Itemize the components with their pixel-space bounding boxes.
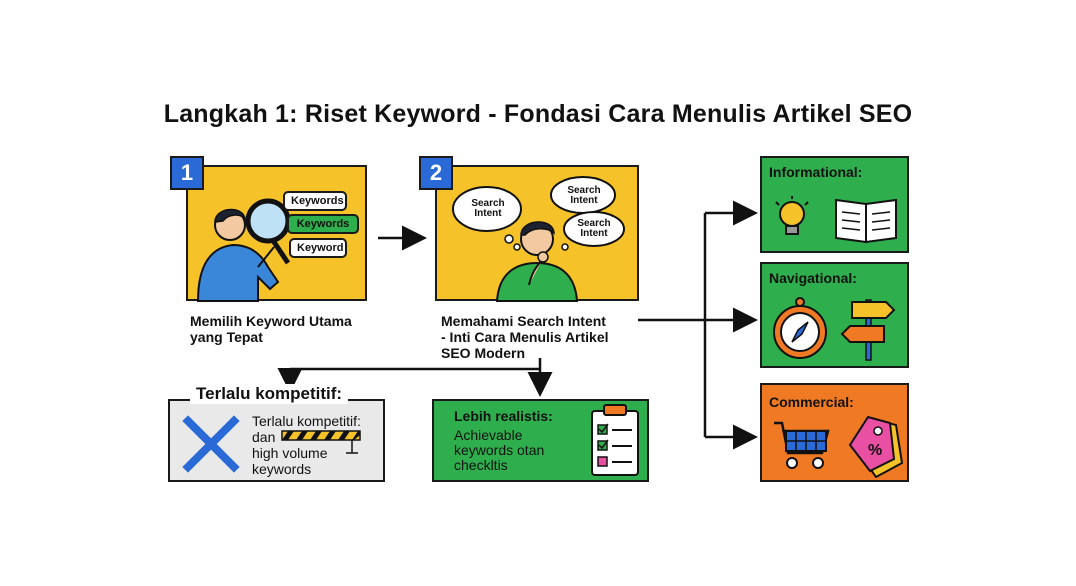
step1-panel: Keywords Keywords Keyword	[186, 165, 367, 302]
too-competitive-heading: Terlalu kompetitif:	[190, 384, 349, 404]
clipboard-checklist-icon	[591, 404, 639, 476]
step1-caption-line: Memilih Keyword Utama	[190, 313, 352, 329]
step2-caption-line: Memahami Search Intent	[441, 313, 606, 329]
realistic-line: keywords otan	[454, 442, 545, 458]
x-mark-icon	[182, 415, 240, 473]
informational-box: Informational:	[760, 156, 909, 253]
realistic-line: Achievable	[454, 427, 523, 443]
step1-caption-line: yang Tepat	[190, 329, 263, 345]
step2-caption: Memahami Search Intent - Inti Cara Menul…	[441, 313, 641, 361]
step1-number-badge: 1	[170, 156, 204, 190]
search-intent-cloud: Search Intent	[577, 218, 611, 239]
keyword-tag: Keyword	[289, 238, 347, 258]
lightbulb-icon	[775, 196, 809, 235]
realistic-line: checkltis	[454, 457, 508, 473]
shopping-cart-icon	[774, 421, 830, 469]
search-intent-cloud: Search Intent	[471, 198, 505, 219]
realistic-heading: Lebih realistis:	[454, 408, 553, 424]
realistic-text: Achievable keywords otan checkltis	[454, 428, 544, 473]
person-magnifier-illustration	[196, 198, 291, 302]
step2-caption-line: SEO Modern	[441, 345, 526, 361]
step2-caption-line: - Inti Cara Menulis Artikel	[441, 329, 609, 345]
keyword-tag: Keywords	[283, 191, 347, 211]
competitive-line: dan	[252, 429, 276, 445]
competitive-line: high volume	[252, 445, 328, 461]
signpost-icon	[840, 299, 896, 361]
commercial-title: Commercial:	[769, 394, 854, 410]
barrier-icon	[281, 430, 361, 454]
step2-panel: Search Intent Search Intent Search Inten…	[435, 165, 639, 302]
competitive-line: keywords	[252, 461, 312, 477]
commercial-box: Commercial: %	[760, 383, 909, 482]
step2-number-badge: 2	[419, 156, 453, 190]
more-realistic-box: Lebih realistis: Achievable keywords ota…	[432, 399, 649, 482]
page-title: Langkah 1: Riset Keyword - Fondasi Cara …	[163, 100, 913, 128]
step1-caption: Memilih Keyword Utama yang Tepat	[190, 313, 380, 345]
keyword-tag-highlighted: Keywords	[287, 214, 359, 234]
open-book-icon	[835, 198, 897, 244]
informational-title: Informational:	[769, 164, 863, 180]
thinking-person-illustration	[452, 176, 625, 302]
price-tag-icon: %	[848, 415, 904, 479]
search-intent-cloud: Search Intent	[567, 185, 601, 206]
too-competitive-box: Terlalu kompetitif: dan high volume keyw…	[168, 399, 385, 482]
competitive-line: Terlalu kompetitif:	[252, 413, 361, 429]
svg-text:%: %	[868, 442, 882, 459]
navigational-box: Navigational:	[760, 262, 909, 368]
navigational-title: Navigational:	[769, 270, 857, 286]
too-competitive-text: Terlalu kompetitif: dan high volume keyw…	[252, 413, 361, 477]
compass-icon	[773, 297, 827, 359]
